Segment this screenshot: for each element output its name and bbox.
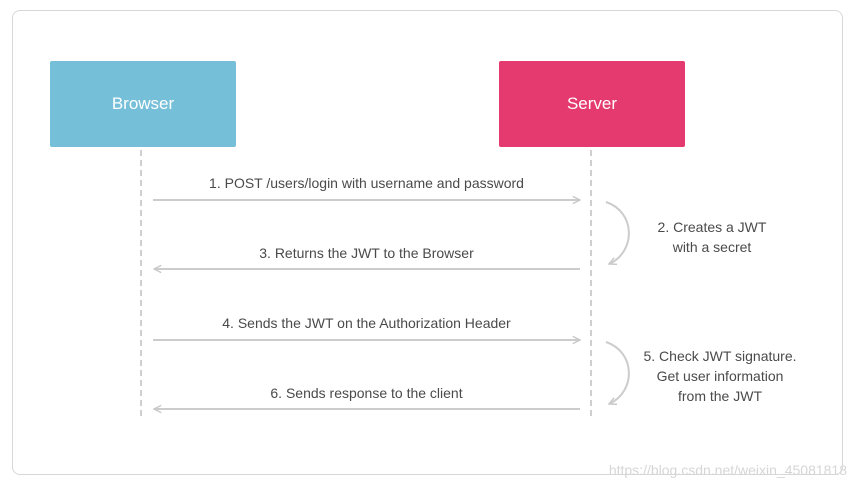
note-check-signature-line-2: Get user information <box>656 368 784 384</box>
browser-lifeline <box>140 150 142 416</box>
watermark-text: https://blog.csdn.net/weixin_45081818 <box>608 462 847 478</box>
note-check-signature-line-1: 5. Check JWT signature. <box>643 348 797 364</box>
message-label-4: 4. Sends the JWT on the Authorization He… <box>222 315 511 331</box>
self-loop-arrow-5 <box>605 341 630 404</box>
note-create-jwt-line-1: 2. Creates a JWT <box>657 219 767 235</box>
note-check-signature-line-3: from the JWT <box>677 388 762 404</box>
browser-actor-label: Browser <box>111 94 175 113</box>
self-loop-arrow-2 <box>605 201 630 264</box>
message-label-3: 3. Returns the JWT to the Browser <box>259 245 474 261</box>
server-lifeline <box>590 150 592 416</box>
server-actor-box: Server <box>499 61 685 147</box>
browser-actor-box: Browser <box>50 61 236 147</box>
message-label-1: 1. POST /users/login with username and p… <box>209 175 524 191</box>
server-actor-label: Server <box>566 94 618 113</box>
note-create-jwt-line-2: with a secret <box>672 239 752 255</box>
message-label-6: 6. Sends response to the client <box>270 385 463 401</box>
note-check-signature: 5. Check JWT signature. Get user informa… <box>630 346 810 406</box>
note-create-jwt: 2. Creates a JWT with a secret <box>632 217 792 257</box>
